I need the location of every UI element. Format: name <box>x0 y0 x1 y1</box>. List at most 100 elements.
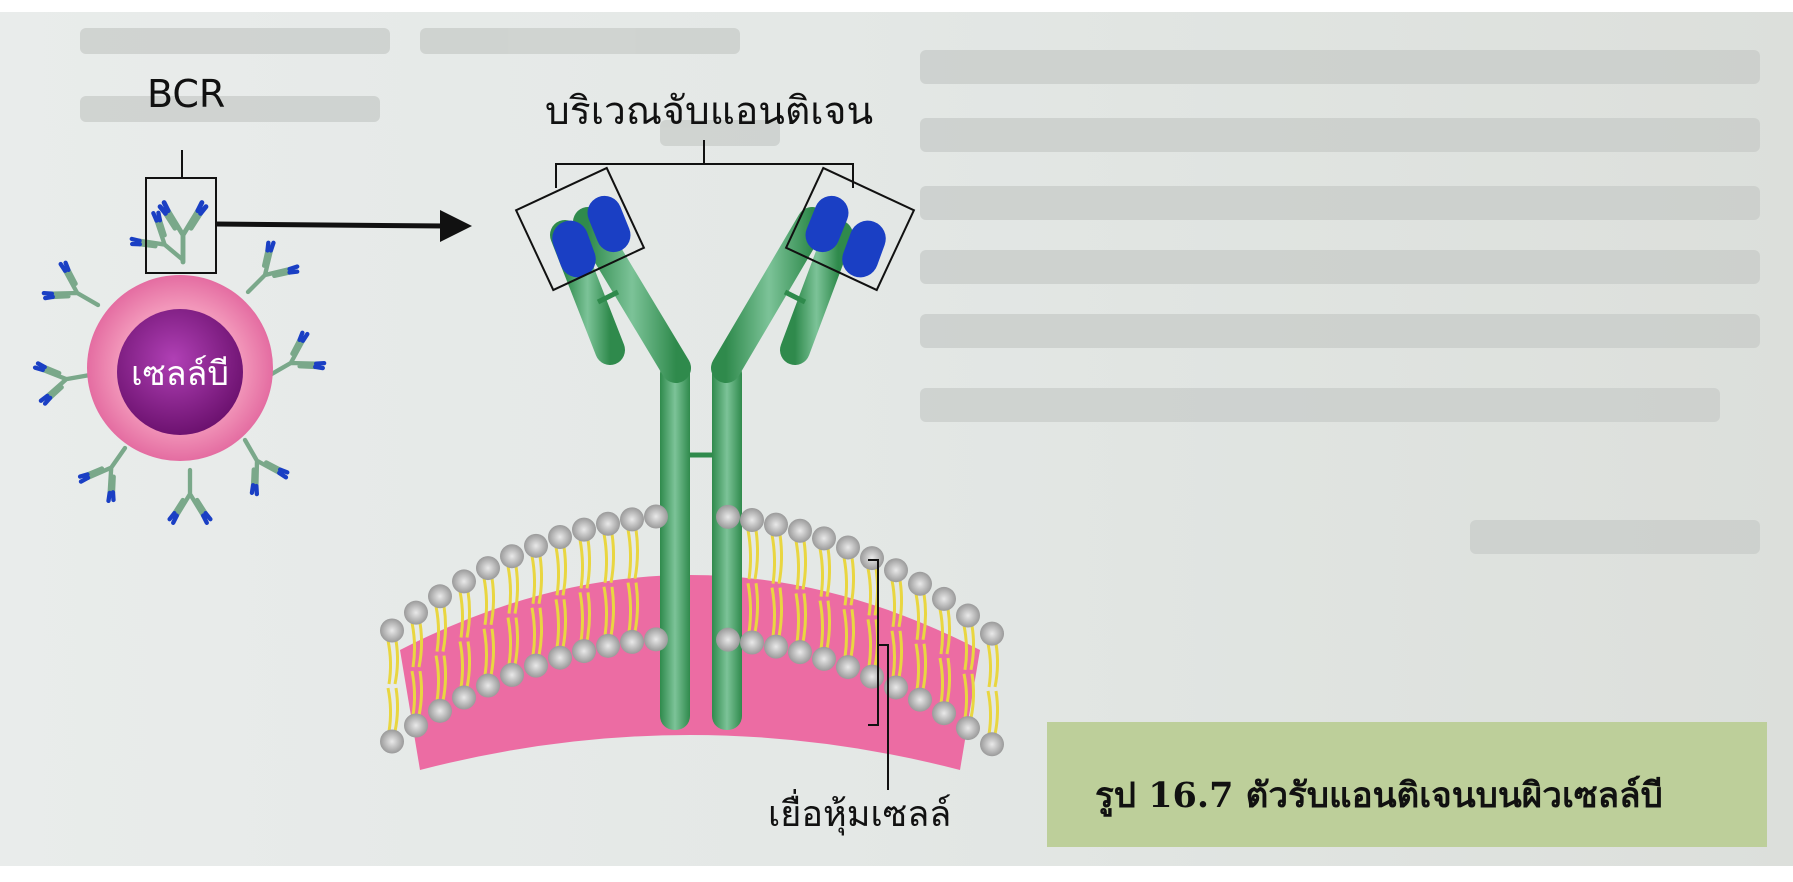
lipid-tail <box>436 606 439 651</box>
lipid-head <box>932 587 956 611</box>
lipid-tail <box>868 568 871 615</box>
lipid-tail <box>844 557 847 605</box>
lipid-head <box>836 535 860 559</box>
lipid-head <box>860 665 884 689</box>
lipid-tail <box>988 691 991 734</box>
lipid-tail <box>892 580 895 627</box>
lipid-head <box>380 729 404 753</box>
lipid-head <box>476 556 500 580</box>
lipid-head <box>812 526 836 550</box>
lipid-head <box>428 699 452 723</box>
lipid-head <box>956 604 980 628</box>
bcr-label: BCR <box>147 72 225 116</box>
lipid-tail <box>532 556 535 604</box>
lipid-head <box>716 628 740 652</box>
lipid-head <box>404 713 428 737</box>
lipid-head <box>572 639 596 663</box>
lipid-tail <box>995 691 998 734</box>
lipid-head <box>548 525 572 549</box>
lipid-head <box>476 674 500 698</box>
lipid-head <box>500 544 524 568</box>
lipid-head <box>548 646 572 670</box>
lipid-tail <box>899 580 902 627</box>
antigen-site-bracket <box>556 140 853 188</box>
antigen-binding-site-label: บริเวณจับแอนติเจน <box>545 80 873 142</box>
cell-membrane-label: เยื่อหุ้มเซลล์ <box>768 785 951 842</box>
lipid-tail <box>556 547 559 595</box>
lipid-head <box>884 558 908 582</box>
lipid-tail <box>796 541 799 590</box>
lipid-tail <box>748 530 751 579</box>
lipid-tail <box>467 591 470 637</box>
lipid-tail <box>388 688 391 731</box>
lipid-head <box>908 688 932 712</box>
lipid-head <box>404 601 428 625</box>
lipid-head <box>956 716 980 740</box>
lipid-tail <box>587 540 590 589</box>
lipid-tail <box>460 591 463 637</box>
lipid-head <box>764 635 788 659</box>
lipid-head <box>620 507 644 531</box>
lipid-head <box>452 569 476 593</box>
lipid-head <box>716 505 740 529</box>
lipid-head <box>596 634 620 658</box>
lipid-head <box>908 572 932 596</box>
lipid-head <box>740 630 764 654</box>
lipid-tail <box>580 540 583 589</box>
lipid-head <box>980 732 1004 756</box>
lipid-tail <box>388 641 391 684</box>
heavy-chain-left <box>660 360 690 730</box>
b-cell-nucleus <box>117 309 243 435</box>
lipid-head <box>524 654 548 678</box>
lipid-head <box>596 512 620 536</box>
figure-caption: รูป 16.7 ตัวรับแอนติเจนบนผิวเซลล์บี <box>1095 768 1663 823</box>
lipid-tail <box>820 548 823 596</box>
lipid-head <box>860 546 884 570</box>
lipid-head <box>380 619 404 643</box>
lipid-tail <box>923 594 926 640</box>
lipid-tail <box>491 578 494 625</box>
lipid-head <box>644 505 668 529</box>
lipid-tail <box>851 557 854 605</box>
lipid-tail <box>803 541 806 590</box>
lipid-tail <box>443 606 446 651</box>
lipid-head <box>500 663 524 687</box>
lipid-head <box>524 534 548 558</box>
lipid-tail <box>508 566 511 613</box>
lipid-tail <box>628 529 631 578</box>
lipid-tail <box>827 548 830 596</box>
lipid-tail <box>604 534 607 583</box>
lipid-head <box>452 686 476 710</box>
lipid-head <box>428 584 452 608</box>
lipid-head <box>740 508 764 532</box>
lipid-tail <box>611 534 614 583</box>
lipid-tail <box>755 530 758 579</box>
b-cell <box>34 150 325 523</box>
lipid-tail <box>779 535 782 584</box>
lipid-head <box>788 519 812 543</box>
lipid-head <box>836 655 860 679</box>
lipid-tail <box>988 644 991 687</box>
lipid-tail <box>635 529 638 578</box>
lipid-head <box>932 701 956 725</box>
heavy-chain-right <box>712 360 742 730</box>
lipid-tail <box>947 609 950 654</box>
lipid-tail <box>772 535 775 584</box>
lipid-head <box>620 630 644 654</box>
lipid-head <box>812 647 836 671</box>
lipid-head <box>572 518 596 542</box>
lipid-tail <box>916 594 919 640</box>
lipid-tail <box>539 556 542 604</box>
bcr-highlight-box <box>146 150 216 273</box>
lipid-tail <box>395 688 398 731</box>
lipid-head <box>788 640 812 664</box>
zoom-arrow <box>216 210 472 242</box>
lipid-head <box>980 622 1004 646</box>
lipid-tail <box>484 578 487 625</box>
lipid-tail <box>395 641 398 684</box>
lipid-tail <box>515 566 518 613</box>
lipid-head <box>764 513 788 537</box>
lipid-tail <box>995 644 998 687</box>
lipid-tail <box>563 547 566 595</box>
